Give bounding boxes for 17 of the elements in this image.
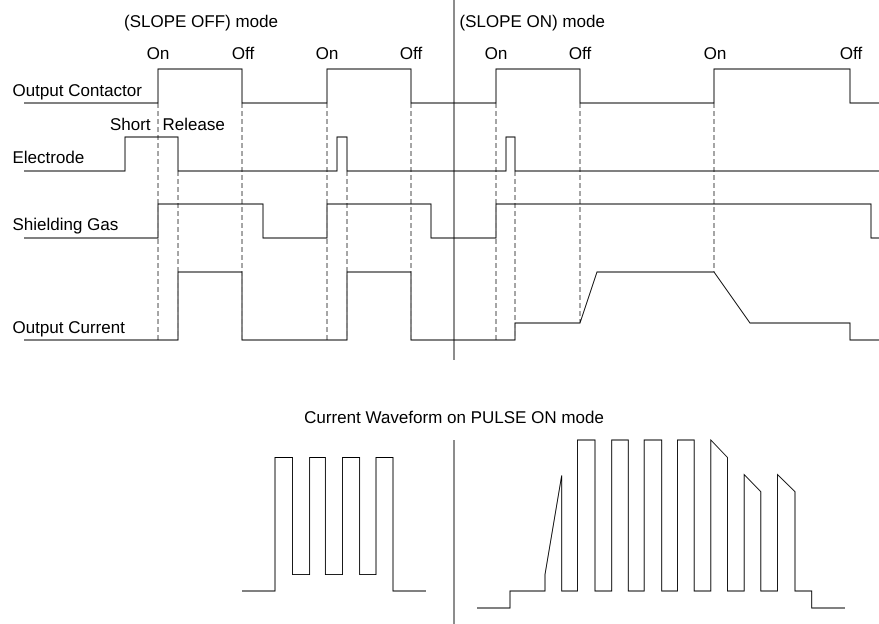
event-label: Short xyxy=(110,118,150,130)
mode-heading: (SLOPE OFF) mode xyxy=(125,14,278,31)
state-label: On xyxy=(704,47,726,60)
state-label: Off xyxy=(232,46,254,60)
mode-heading: (SLOPE ON) mode xyxy=(460,14,604,31)
state-label: Off xyxy=(570,46,592,60)
caption-text: Current Waveform on PULSE ON mode xyxy=(304,410,604,424)
state-label: On xyxy=(485,47,506,60)
event-label: Release xyxy=(164,118,224,130)
state-label: Off xyxy=(840,46,862,60)
state-label: On xyxy=(316,47,338,60)
state-label: On xyxy=(147,47,168,60)
signal-label: Electrode xyxy=(14,150,84,164)
signal-label: Output Contactor xyxy=(13,84,142,100)
signal-label: Output Current xyxy=(13,321,125,337)
signal-label: Shielding Gas xyxy=(13,218,118,234)
state-label: Off xyxy=(400,46,422,60)
